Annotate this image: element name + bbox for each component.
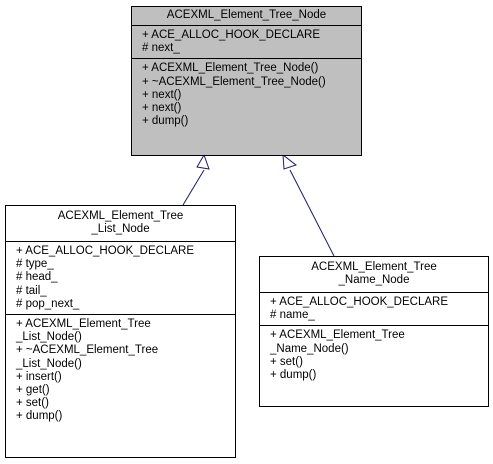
- attribute: # next_: [142, 42, 180, 55]
- arrowhead-list-node: [196, 153, 210, 170]
- method: _List_Node(): [16, 331, 82, 344]
- method: + dump(): [16, 410, 63, 423]
- edge-list-node-to-base: [182, 169, 205, 206]
- edge-name-node-to-base: [289, 169, 335, 257]
- method: + set(): [16, 397, 49, 410]
- method: + ~ACEXML_Element_Tree: [16, 344, 159, 357]
- method: + ~ACEXML_Element_Tree_Node(): [142, 75, 326, 88]
- method: + set(): [270, 355, 303, 368]
- class-name-line: ACEXML_Element_Tree: [311, 261, 437, 273]
- attribute: # name_: [270, 309, 315, 322]
- class-list-node-methods: + ACEXML_Element_Tree _List_Node() + ~AC…: [6, 314, 235, 427]
- method: + next(): [142, 88, 182, 101]
- class-list-node-attributes: + ACE_ALLOC_HOOK_DECLARE # type_ # head_…: [6, 241, 235, 314]
- method: + ACEXML_Element_Tree: [16, 318, 151, 331]
- class-list-node-title: ACEXML_Element_Tree _List_Node: [6, 206, 235, 241]
- attribute: + ACE_ALLOC_HOOK_DECLARE: [142, 29, 321, 41]
- method: + dump(): [270, 369, 317, 382]
- class-name-node-methods: + ACEXML_Element_Tree _Name_Node() + set…: [260, 325, 488, 385]
- class-base-node[interactable]: ACEXML_Element_Tree_Node + ACE_ALLOC_HOO…: [131, 6, 362, 156]
- method: + dump(): [142, 115, 189, 128]
- class-name-line: ACEXML_Element_Tree: [57, 210, 184, 222]
- attribute: + ACE_ALLOC_HOOK_DECLARE: [270, 296, 449, 308]
- class-list-node[interactable]: ACEXML_Element_Tree _List_Node + ACE_ALL…: [5, 205, 236, 458]
- attribute: + ACE_ALLOC_HOOK_DECLARE: [16, 245, 195, 257]
- attribute: # tail_: [16, 284, 47, 297]
- attribute: # head_: [16, 271, 58, 284]
- class-name-line: _Name_Node: [338, 274, 410, 286]
- method: + insert(): [16, 370, 62, 383]
- class-name-node-attributes: + ACE_ALLOC_HOOK_DECLARE # name_: [260, 292, 488, 325]
- method: _Name_Node(): [270, 342, 349, 355]
- attribute: # pop_next_: [16, 297, 80, 310]
- method: + get(): [16, 384, 50, 397]
- class-name: ACEXML_Element_Tree_Node: [166, 9, 327, 21]
- method: + next(): [142, 102, 182, 115]
- method: _List_Node(): [16, 357, 82, 370]
- attribute: # type_: [16, 258, 54, 271]
- arrowhead-name-node: [282, 153, 298, 170]
- class-base-node-title: ACEXML_Element_Tree_Node: [132, 7, 361, 25]
- method: + ACEXML_Element_Tree: [270, 329, 405, 342]
- class-name-line: _List_Node: [91, 223, 150, 235]
- class-base-node-methods: + ACEXML_Element_Tree_Node() + ~ACEXML_E…: [132, 58, 361, 131]
- class-base-node-attributes: + ACE_ALLOC_HOOK_DECLARE # next_: [132, 25, 361, 58]
- class-name-node-title: ACEXML_Element_Tree _Name_Node: [260, 257, 488, 292]
- method: + ACEXML_Element_Tree_Node(): [142, 62, 319, 75]
- class-name-node[interactable]: ACEXML_Element_Tree _Name_Node + ACE_ALL…: [259, 256, 489, 407]
